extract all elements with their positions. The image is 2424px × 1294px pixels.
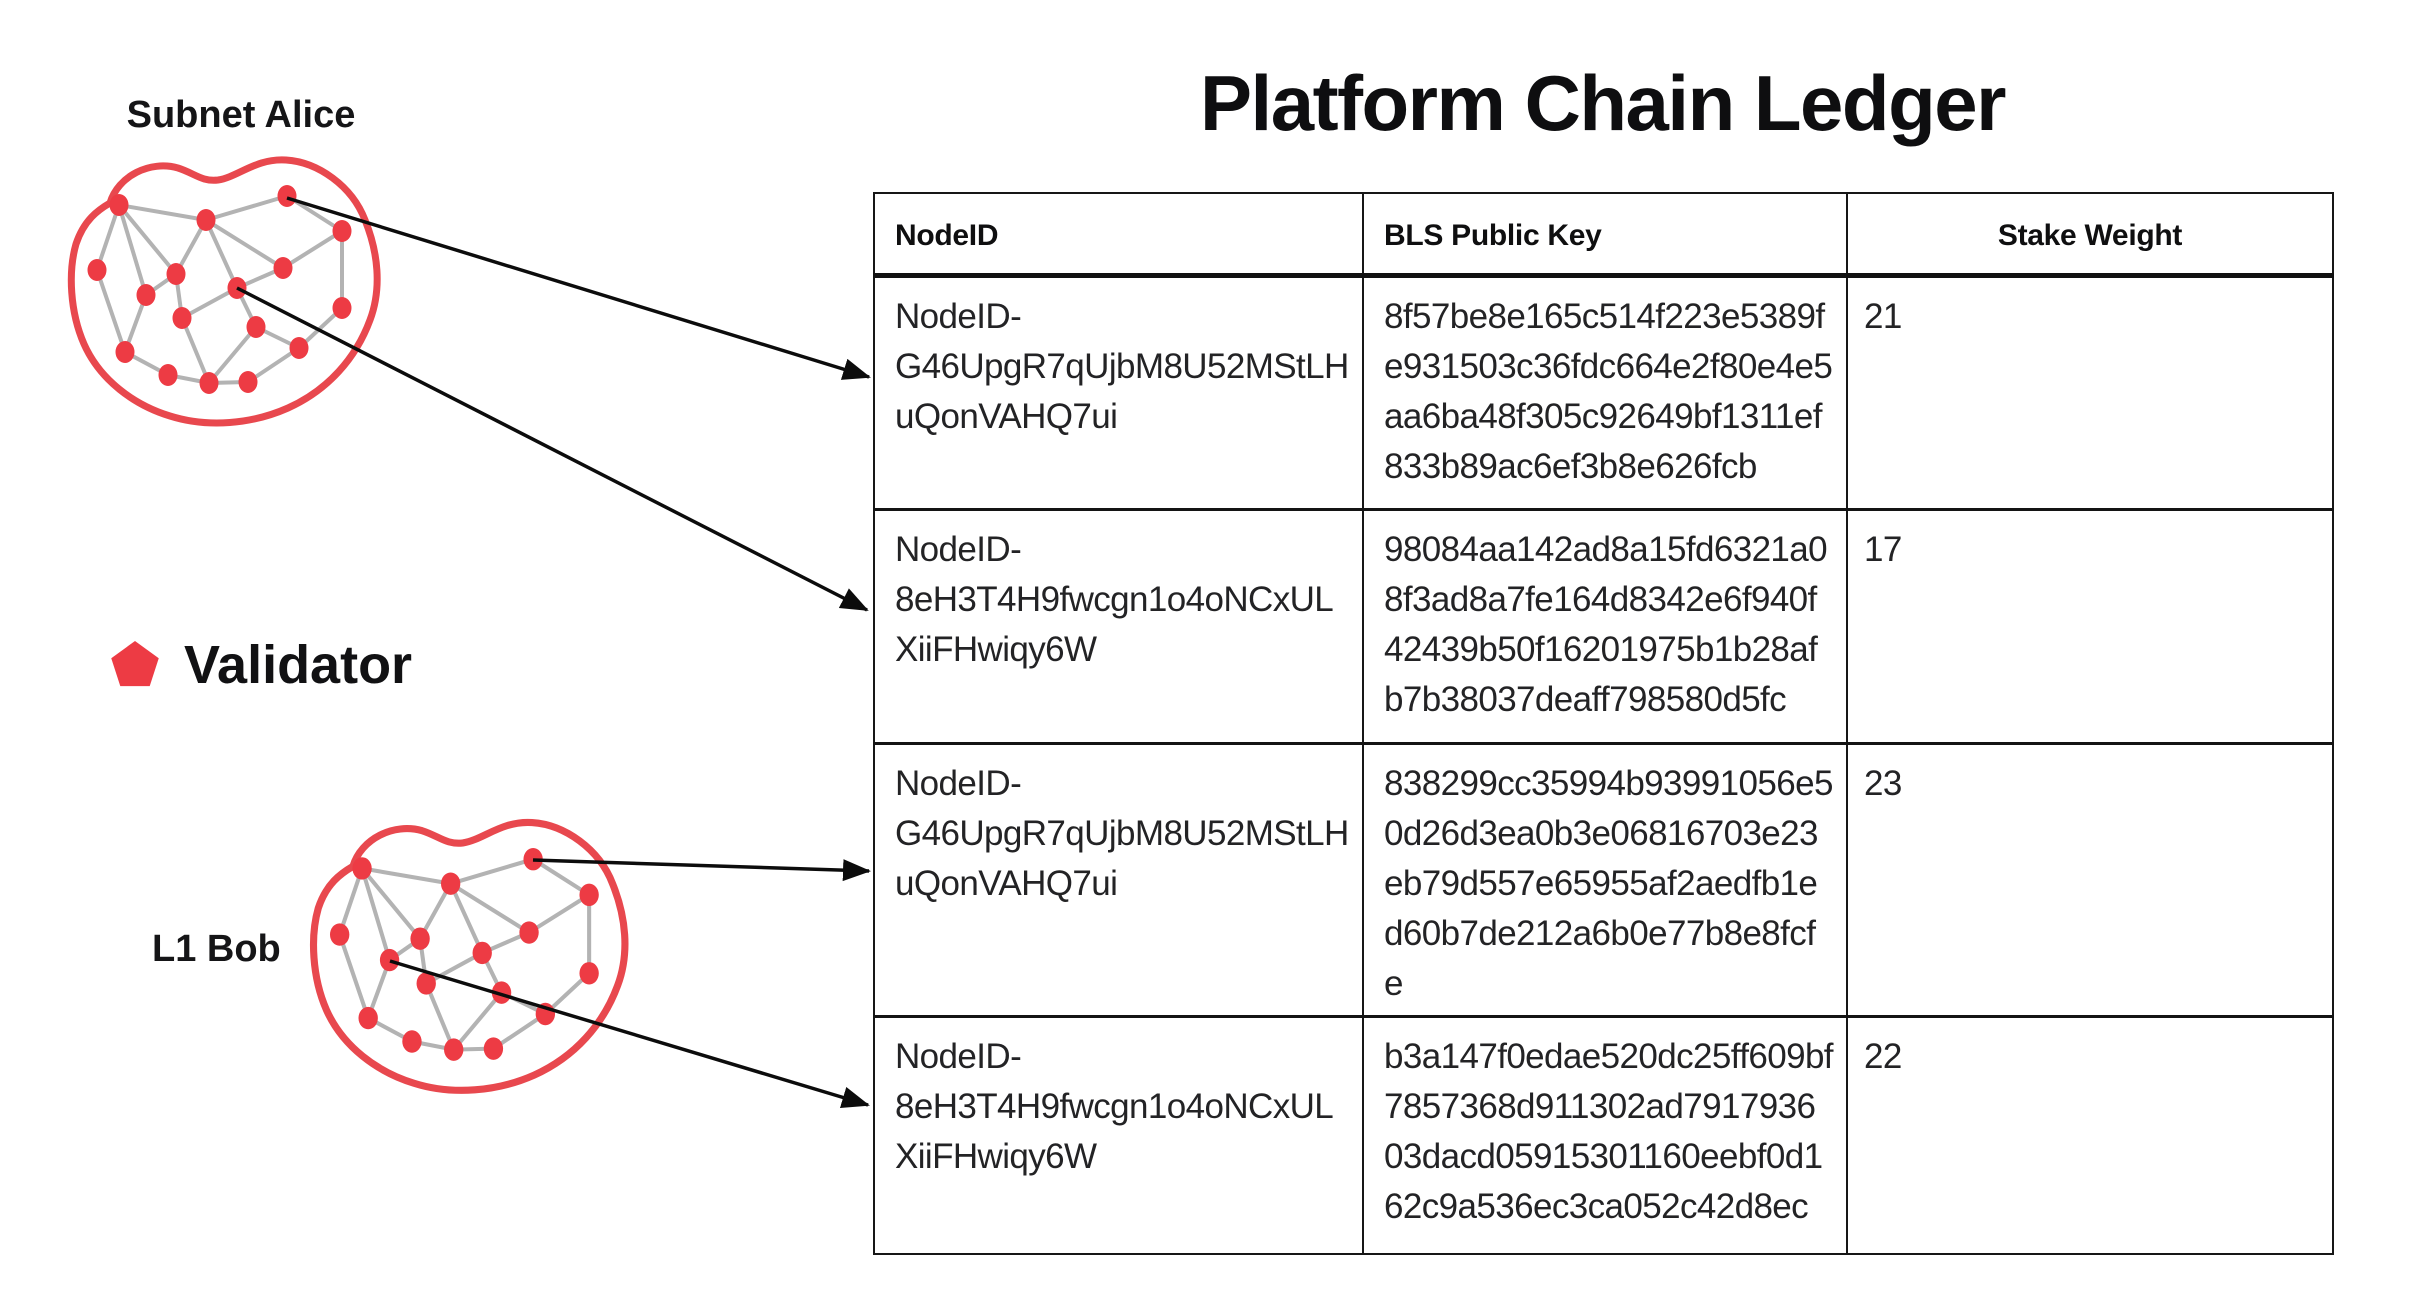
- table-row: NodeID-8eH3T4H9fwcgn1o4oNCxULXiiFHwiqy6W…: [873, 507, 2334, 744]
- validator-node: [289, 337, 309, 359]
- validator-node: [87, 259, 107, 281]
- column-header-bls-public-key: BLS Public Key: [1362, 192, 1848, 278]
- stake-weight-cell: 17: [1846, 507, 2334, 744]
- validator-node: [379, 948, 400, 972]
- network-edge: [117, 203, 148, 297]
- bls-key-cell: 8f57be8e165c514f223e5389fe931503c36fdc66…: [1362, 274, 1848, 510]
- validator-node: [332, 297, 352, 319]
- nodeid-cell: NodeID-8eH3T4H9fwcgn1o4oNCxULXiiFHwiqy6W: [873, 1014, 1364, 1255]
- stake-weight-cell: 23: [1846, 741, 2334, 1017]
- validator-node: [416, 972, 436, 995]
- validator-legend: Validator: [110, 634, 412, 696]
- validator-node: [246, 316, 266, 338]
- nodeid-cell: NodeID-G46UpgR7qUjbM8U52MStLHuQonVAHQ7ui: [873, 274, 1364, 510]
- validator-node: [330, 923, 350, 946]
- validator-node: [410, 927, 430, 950]
- subnet-alice-label: Subnet Alice: [126, 94, 356, 136]
- nodeid-cell: NodeID-G46UpgR7qUjbM8U52MStLHuQonVAHQ7ui: [873, 741, 1364, 1017]
- stake-weight-cell: 22: [1846, 1014, 2334, 1255]
- validator-node: [523, 848, 543, 871]
- validator-node: [352, 857, 372, 880]
- column-header-nodeid: NodeID: [873, 192, 1364, 278]
- validator-node: [472, 941, 492, 965]
- validator-node: [166, 263, 186, 285]
- network-edge: [360, 866, 453, 886]
- validator-node: [136, 284, 156, 306]
- stake-weight-cell: 21: [1846, 274, 2334, 510]
- validator-node: [196, 209, 216, 231]
- network-edge: [360, 866, 423, 941]
- validator-node: [273, 257, 293, 279]
- validator-node: [115, 341, 135, 363]
- validator-node: [238, 371, 258, 393]
- validator-node: [332, 220, 352, 242]
- network-edge: [448, 857, 536, 886]
- column-header-stake-weight: Stake Weight: [1846, 192, 2334, 278]
- table-row: NodeID-G46UpgR7qUjbM8U52MStLHuQonVAHQ7ui…: [873, 274, 2334, 510]
- validator-node: [440, 872, 461, 895]
- validator-node: [483, 1037, 504, 1060]
- table-row: NodeID-8eH3T4H9fwcgn1o4oNCxULXiiFHwiqy6W…: [873, 1014, 2334, 1255]
- network-edge: [337, 866, 365, 937]
- network-edge: [281, 229, 344, 270]
- bls-key-cell: 98084aa142ad8a15fd6321a08f3ad8a7fe164d83…: [1362, 507, 1848, 744]
- network-edge: [360, 866, 392, 963]
- validator-node: [158, 364, 178, 386]
- validator-node: [579, 962, 599, 985]
- validator-node: [277, 185, 297, 207]
- bls-key-cell: 838299cc35994b93991056e50d26d3ea0b3e0681…: [1362, 741, 1848, 1017]
- validator-node: [358, 1006, 378, 1030]
- validator-node: [519, 921, 539, 944]
- subnet-alice-network: [67, 156, 381, 427]
- network-edge: [527, 892, 592, 935]
- network-edge: [95, 203, 121, 272]
- validator-legend-label: Validator: [184, 635, 413, 695]
- network-edge: [448, 881, 532, 935]
- validator-node: [535, 1002, 556, 1026]
- validator-node: [199, 372, 219, 394]
- network-edge: [180, 286, 239, 320]
- network-edge: [204, 218, 239, 290]
- nodeid-cell: NodeID-8eH3T4H9fwcgn1o4oNCxULXiiFHwiqy6W: [873, 507, 1364, 744]
- l1-bob-label: L1 Bob: [152, 928, 281, 970]
- validator-node: [444, 1038, 464, 1061]
- network-edge: [95, 268, 127, 354]
- validator-node: [172, 307, 192, 329]
- table-row: NodeID-G46UpgR7qUjbM8U52MStLHuQonVAHQ7ui…: [873, 741, 2334, 1017]
- network-edge: [448, 881, 485, 955]
- bls-key-cell: b3a147f0edae520dc25ff609bf7857368d911302…: [1362, 1014, 1848, 1255]
- validator-node: [402, 1030, 422, 1053]
- network-edge: [337, 932, 371, 1021]
- validator-pentagon-icon: [111, 640, 159, 687]
- network-edge: [204, 218, 285, 270]
- header-row: NodeID BLS Public Key Stake Weight: [873, 192, 2334, 278]
- l1-bob-network: [309, 819, 629, 1094]
- platform-chain-ledger-table: NodeID BLS Public Key Stake Weight NodeI…: [873, 192, 2334, 1255]
- network-edge: [117, 203, 178, 276]
- validator-node: [491, 981, 512, 1004]
- network-edge: [180, 316, 211, 385]
- validator-node: [579, 883, 599, 907]
- page-title: Platform Chain Ledger: [1200, 59, 2006, 147]
- network-edge: [204, 194, 289, 222]
- validator-node: [109, 194, 129, 216]
- network-edge: [117, 203, 208, 222]
- validator-node: [227, 277, 247, 299]
